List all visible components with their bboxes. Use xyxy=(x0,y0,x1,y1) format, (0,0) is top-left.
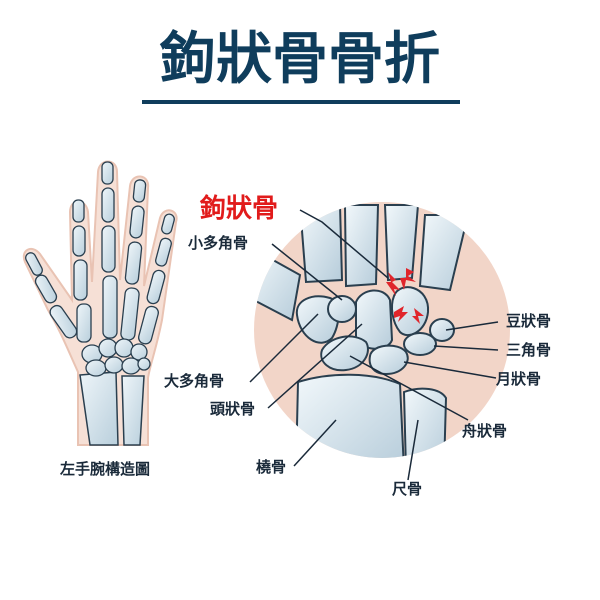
leader-pisiform xyxy=(445,321,499,331)
label-scaphoid: 舟狀骨 xyxy=(462,422,508,440)
metacarpal-3 xyxy=(343,204,380,288)
label-hamate: 鉤狀骨 xyxy=(200,194,279,224)
pisiform-bone xyxy=(429,318,455,342)
hamate-bone xyxy=(391,286,430,337)
metacarpal-2 xyxy=(298,204,344,284)
fracture-bolt-2 xyxy=(400,268,416,290)
label-lunate: 月狀骨 xyxy=(496,370,542,388)
fracture-marks xyxy=(386,268,424,324)
leader-radius xyxy=(293,419,337,467)
leader-lunate xyxy=(403,361,497,379)
finger-bones xyxy=(72,161,175,345)
label-capitate: 頭狀骨 xyxy=(210,400,256,418)
thumb-bones xyxy=(25,252,78,339)
leader-ulna xyxy=(407,419,419,481)
triquetrum-bone xyxy=(403,332,437,356)
label-trapezium: 大多角骨 xyxy=(164,372,225,390)
leader-hamate xyxy=(299,209,389,279)
fracture-bolt-1 xyxy=(386,272,400,296)
label-ulna: 尺骨 xyxy=(392,480,423,498)
label-trapezoid: 小多角骨 xyxy=(188,234,249,252)
leader-capitate xyxy=(267,323,363,409)
page-title: 鉤狀骨骨折 xyxy=(160,27,440,92)
leader-triquetrum xyxy=(433,345,499,351)
fracture-bolt-3 xyxy=(394,306,408,322)
label-radius: 橈骨 xyxy=(256,458,287,476)
radius-bone xyxy=(294,373,406,458)
leader-trapezoid xyxy=(271,243,343,301)
hand-carpal-bones xyxy=(81,338,151,377)
carpal-bones xyxy=(295,286,455,376)
scaphoid-bone xyxy=(320,335,369,372)
ulna-bone xyxy=(402,387,448,458)
title-underline xyxy=(142,100,460,104)
forearm-bones xyxy=(79,371,145,446)
metacarpal-4 xyxy=(383,204,420,282)
leader-scaphoid xyxy=(349,355,469,421)
label-pisiform: 豆狀骨 xyxy=(506,312,552,330)
leader-trapezium xyxy=(249,313,319,383)
hand-caption: 左手腕構造圖 xyxy=(60,460,151,478)
fracture-bolt-4 xyxy=(412,308,424,324)
leader-lines xyxy=(249,209,499,481)
label-triquetrum: 三角骨 xyxy=(506,341,552,359)
